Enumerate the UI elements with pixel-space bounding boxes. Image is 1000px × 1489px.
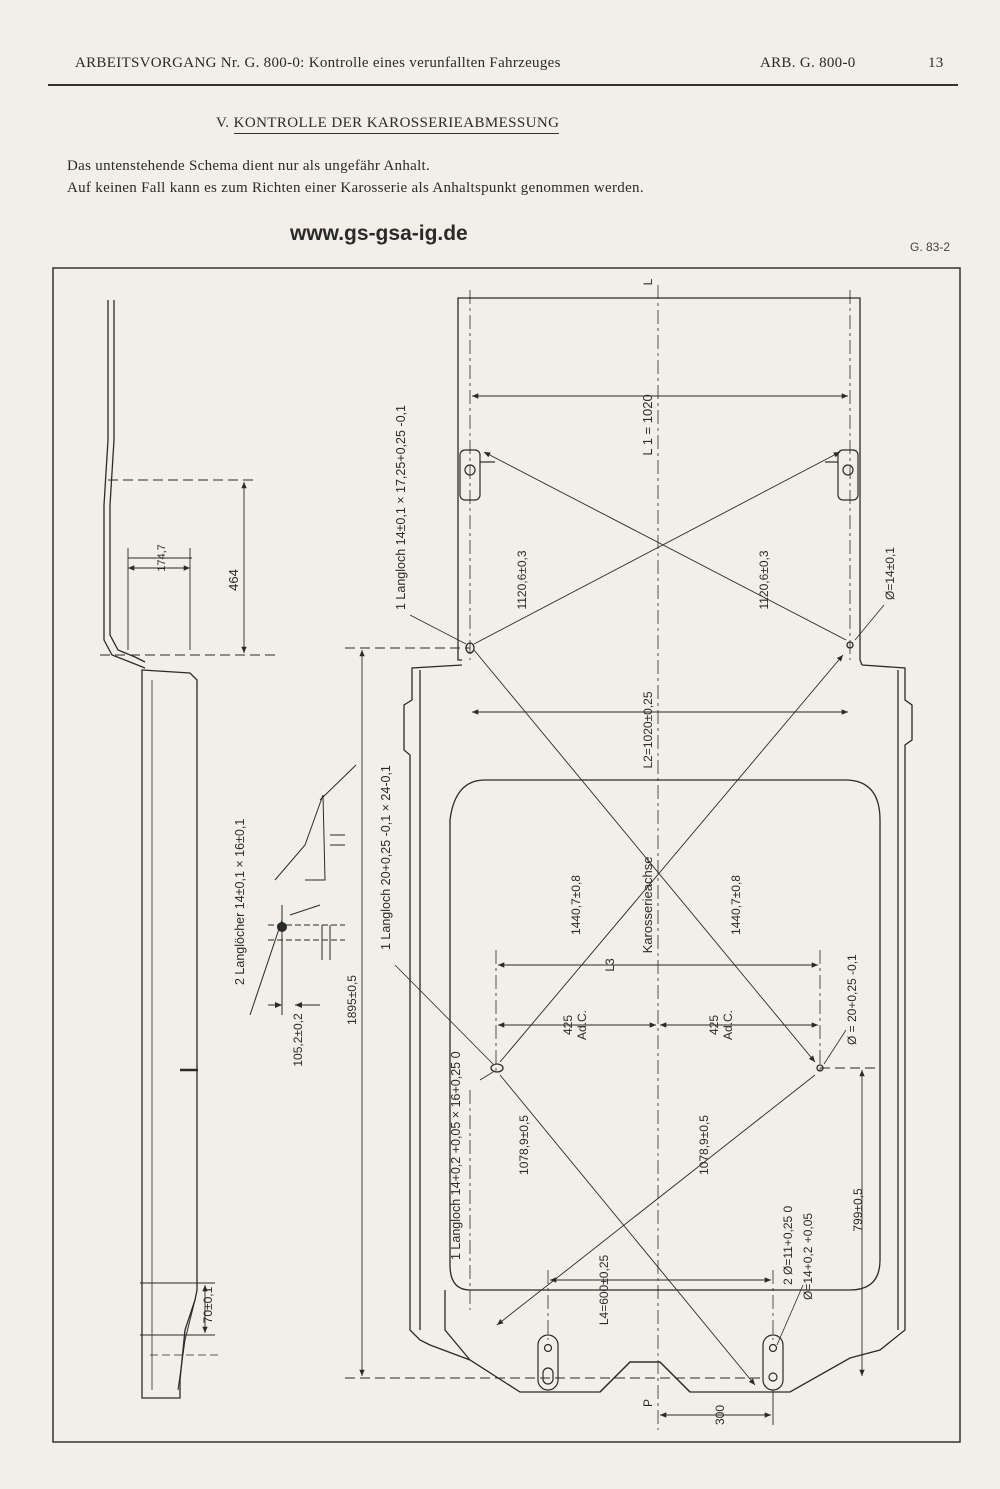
dia-rear-callout-1: 2 Ø=11+0,25 0	[781, 1205, 795, 1285]
intro-line-1: Das untenstehende Schema dient nur als u…	[67, 158, 431, 174]
rear-slot-right	[762, 1334, 784, 1391]
side-profile	[103, 300, 220, 1399]
dim-174: 174,7	[156, 544, 168, 572]
section-title-text: KONTROLLE DER KAROSSERIEABMESSUNG	[233, 115, 560, 134]
body-dimension-drawing: 464 174,7 70±0,1 2 Langlöcher 14±0,1 × 1…	[52, 267, 961, 1443]
diagonal-measurements	[473, 451, 847, 1386]
side-slot-hole	[277, 922, 287, 932]
dim-464: 464	[226, 569, 241, 591]
side-slot-detail	[249, 764, 357, 1016]
reference-holes	[465, 641, 854, 1073]
diag-mid-left: 1440,7±0,8	[569, 875, 583, 935]
section-number: V.	[216, 115, 230, 131]
dim-adc-left-num: 425	[561, 1015, 575, 1035]
dim-70: 70±0,1	[201, 1286, 215, 1323]
page-number: 13	[928, 55, 944, 71]
dim-adc-right-lbl: Ad.C.	[721, 1010, 735, 1040]
dia-mid-callout: Ø = 20+0,25 -0,1	[845, 954, 859, 1045]
axis-label-P: P	[641, 1399, 655, 1407]
dim-adc-right-num: 425	[707, 1015, 721, 1035]
dia-front-callout: Ø=14±0,1	[883, 547, 897, 600]
dim-L3: L3	[603, 958, 617, 972]
header-operation-title: ARBEITSVORGANG Nr. G. 800-0: Kontrolle e…	[75, 55, 561, 71]
dim-L2: L2=1020±0,25	[641, 691, 655, 768]
header-rule	[48, 84, 958, 86]
slot-rear-callout: 1 Langloch 14+0,2 +0,05 × 16+0,25 0	[449, 1051, 463, 1260]
front-bracket-left	[459, 449, 495, 501]
slot-front-callout: 1 Langloch 14±0,1 × 17,25+0,25 -0,1	[394, 405, 408, 610]
karosserieachse-label: Karosserieachse	[640, 857, 655, 954]
dia-rear-callout-2: Ø=14+0,2 +0,05	[801, 1213, 815, 1300]
dim-1895-lines	[345, 647, 760, 1379]
slots-side-label: 2 Langlöcher 14±0,1 × 16±0,1	[233, 819, 247, 985]
intro-line-2: Auf keinen Fall kann es zum Richten eine…	[67, 180, 644, 196]
side-profile-dimensions	[100, 479, 280, 1336]
floor-plan-outline	[403, 297, 913, 1393]
dim-adc-left-lbl: Ad.C.	[575, 1010, 589, 1040]
figure-reference: G. 83-2	[910, 240, 951, 254]
dim-1895: 1895±0,5	[345, 975, 359, 1025]
dim-L4: L4=600±0,25	[597, 1255, 611, 1326]
dim-799: 799±0,5	[851, 1188, 865, 1232]
diag-front-right: 1120,6±0,3	[757, 550, 771, 609]
rear-slot-left	[537, 1334, 559, 1391]
width-dimensions	[472, 393, 880, 1425]
website-watermark: www.gs-gsa-ig.de	[290, 222, 468, 245]
dim-L1: L 1 = 1020	[640, 394, 655, 455]
section-title: V. KONTROLLE DER KAROSSERIEABMESSUNG	[216, 115, 560, 134]
drawing-frame	[52, 267, 961, 1443]
dim-105: 105,2±0,2	[291, 1013, 305, 1067]
slot-mid-callout: 1 Langloch 20+0,25 -0,1 × 24-0,1	[379, 765, 393, 950]
diag-rear-left: 1078,9±0,5	[517, 1115, 531, 1175]
diag-rear-right: 1078,9±0,5	[697, 1115, 711, 1175]
dim-300: 300	[713, 1405, 727, 1425]
callout-leaders	[394, 604, 885, 1346]
front-bracket-right	[825, 449, 859, 501]
header-operation-code: ARB. G. 800-0	[760, 55, 856, 71]
body-center-axis	[469, 285, 851, 1430]
axis-label-L: L	[641, 278, 655, 285]
diag-mid-right: 1440,7±0,8	[729, 875, 743, 935]
diag-front-left: 1120,6±0,3	[515, 550, 529, 609]
